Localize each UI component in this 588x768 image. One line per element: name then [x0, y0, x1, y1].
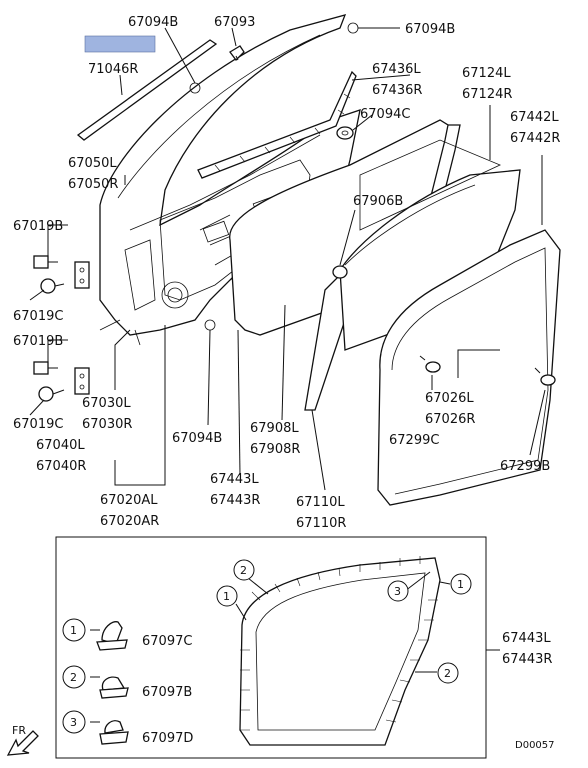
callout-2-bottom: 2: [444, 667, 451, 680]
bracket-67906b: [332, 265, 348, 279]
label-67020ar: 67020AR: [100, 514, 159, 529]
label-67026r: 67026R: [425, 412, 475, 427]
inset-frame: [55, 536, 487, 759]
diagram-code: D00057: [515, 740, 555, 751]
bolt-67019c-2: [38, 386, 65, 402]
label-67020al: 67020AL: [100, 493, 158, 508]
label-67124r: 67124R: [462, 87, 512, 102]
grommet-67094b-bottom: [204, 319, 216, 331]
screw-67093: [229, 45, 245, 61]
label-67019c-1: 67019C: [13, 309, 63, 324]
label-67442r: 67442R: [510, 131, 560, 146]
label-67094c: 67094C: [360, 107, 410, 122]
legend-callout-2: 2: [70, 671, 77, 684]
belt-molding-71046: [76, 39, 218, 141]
label-67110l: 67110L: [296, 495, 345, 510]
run-channel-67436: [197, 70, 357, 179]
inset-weatherstrip: [239, 556, 441, 746]
label-67908r: 67908R: [250, 442, 300, 457]
label-67050l: 67050L: [68, 156, 117, 171]
bolt-67299b: [534, 367, 556, 386]
hinge-67050: [74, 261, 90, 289]
clip-67097b-icon: [99, 676, 129, 699]
highlight-box: [84, 35, 156, 53]
inset-leaders: [90, 571, 500, 723]
sash-67442: [377, 229, 561, 506]
label-67019c-2: 67019C: [13, 417, 63, 432]
label-67097d: 67097D: [142, 731, 193, 746]
label-67443l-top: 67443L: [210, 472, 259, 487]
clip-67097c-icon: [96, 621, 128, 651]
label-67110r: 67110R: [296, 516, 346, 531]
label-67050r: 67050R: [68, 177, 118, 192]
label-67299b: 67299B: [500, 459, 550, 474]
bolt-67299c: [419, 355, 441, 373]
grommet-67094b-right: [347, 22, 359, 34]
callout-3-top: 3: [394, 585, 401, 598]
label-67124l: 67124L: [462, 66, 511, 81]
callout-1-right: 1: [457, 578, 464, 591]
label-71046r: 71046R: [88, 62, 138, 77]
clip-67094c: [336, 126, 354, 140]
front-direction-arrow: FR: [6, 724, 39, 756]
part-labels: 67094B 67093 67094B 71046R 67436L 67436R…: [13, 15, 560, 531]
fr-label: FR: [12, 724, 26, 737]
clip-67097d-icon: [99, 720, 129, 745]
label-67097c: 67097C: [142, 634, 192, 649]
label-67040r: 67040R: [36, 459, 86, 474]
label-67019b-2: 67019B: [13, 334, 63, 349]
hinge-67040: [74, 367, 90, 395]
label-67040l: 67040L: [36, 438, 85, 453]
label-67030r: 67030R: [82, 417, 132, 432]
label-67094b-top: 67094B: [128, 15, 178, 30]
label-67906b: 67906B: [353, 194, 403, 209]
label-67094b-right: 67094B: [405, 22, 455, 37]
bolt-67019b-2: [33, 361, 58, 375]
leader-lines: [29, 27, 546, 491]
label-67097b: 67097B: [142, 685, 192, 700]
label-67908l: 67908L: [250, 421, 299, 436]
bolt-67019c-1: [40, 278, 65, 294]
callout-2-top: 2: [240, 564, 247, 577]
legend-callout-1: 1: [70, 624, 77, 637]
label-67436r: 67436R: [372, 83, 422, 98]
bolt-67019b-1: [33, 255, 58, 269]
label-67443r-inset: 67443R: [502, 652, 552, 667]
legend-callout-3: 3: [70, 716, 77, 729]
label-67443r-top: 67443R: [210, 493, 260, 508]
label-67019b-1: 67019B: [13, 219, 63, 234]
label-67094b-bottom: 67094B: [172, 431, 222, 446]
callout-1-left: 1: [223, 590, 230, 603]
label-67030l: 67030L: [82, 396, 131, 411]
label-67093: 67093: [214, 15, 255, 30]
label-67026l: 67026L: [425, 391, 474, 406]
label-67443l-inset: 67443L: [502, 631, 551, 646]
label-67436l: 67436L: [372, 62, 421, 77]
inset-callouts: 2 1 3 1 2: [216, 559, 472, 684]
label-67442l: 67442L: [510, 110, 559, 125]
label-67299c: 67299C: [389, 433, 439, 448]
clip-legend: 1 67097C 2 67097B 3 67097D: [62, 618, 193, 746]
